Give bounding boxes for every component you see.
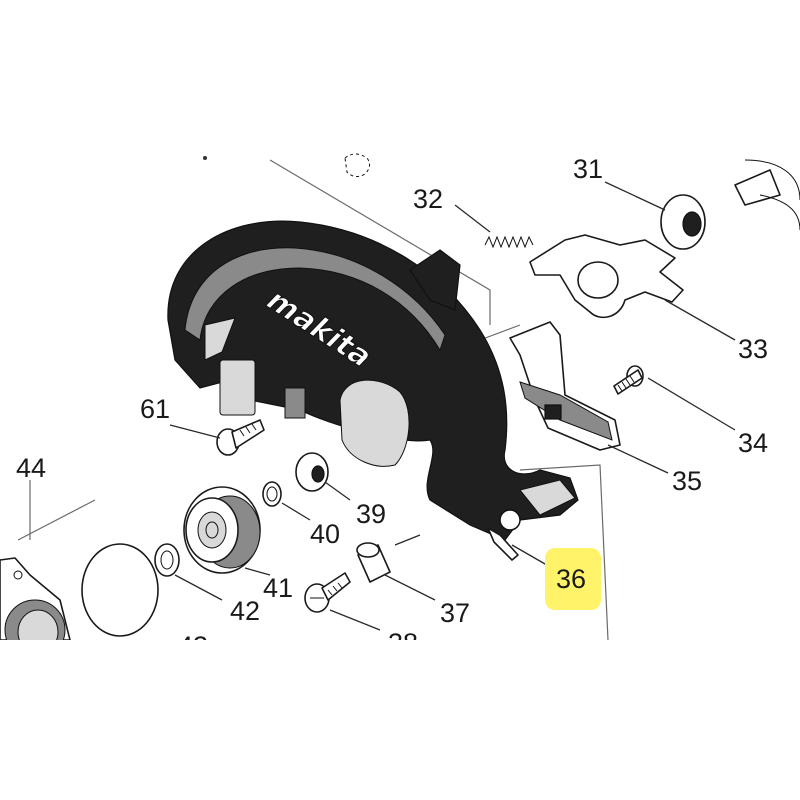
callout-36: 36	[556, 564, 586, 594]
callout-35: 35	[672, 466, 702, 496]
part-42-washer	[154, 543, 180, 577]
callout-40: 40	[310, 519, 340, 549]
callout-33: 33	[738, 334, 768, 364]
part-34-screw	[613, 365, 644, 395]
part-35-bracket	[509, 321, 621, 451]
part-39-bearing	[295, 452, 329, 492]
callout-37: 37	[440, 598, 470, 628]
blade-guard-housing	[167, 220, 579, 541]
callout-41: 41	[263, 573, 293, 603]
part-43-disc	[81, 543, 159, 637]
part-41-gear	[183, 486, 261, 574]
top-right-shaft-fragment	[734, 159, 800, 231]
callout-39: 39	[356, 499, 386, 529]
part-32-spring	[484, 235, 534, 249]
part-61-bolt	[216, 419, 265, 456]
part-31-bearing	[660, 194, 706, 250]
leader-lines	[169, 181, 736, 631]
part-38-bolt	[304, 572, 351, 613]
callout-36-highlight	[545, 548, 601, 610]
part-40-retaining-ring	[262, 481, 282, 507]
callout-labels: 31 32 33 34 35 36 37 38 39 40 41 42 43 4…	[16, 154, 768, 661]
callout-32: 32	[413, 184, 443, 214]
part-33-lever-plate	[529, 234, 684, 319]
assembly-frame-lines	[17, 159, 609, 641]
part-36	[487, 527, 519, 561]
top-fragment-part	[203, 153, 371, 178]
bottom-crop-area	[0, 640, 800, 800]
part-37-sleeve	[356, 542, 391, 583]
callout-42: 42	[230, 596, 260, 626]
callout-34: 34	[738, 428, 768, 458]
callout-61: 61	[140, 394, 170, 424]
callout-31: 31	[573, 154, 603, 184]
callout-44: 44	[16, 453, 46, 483]
